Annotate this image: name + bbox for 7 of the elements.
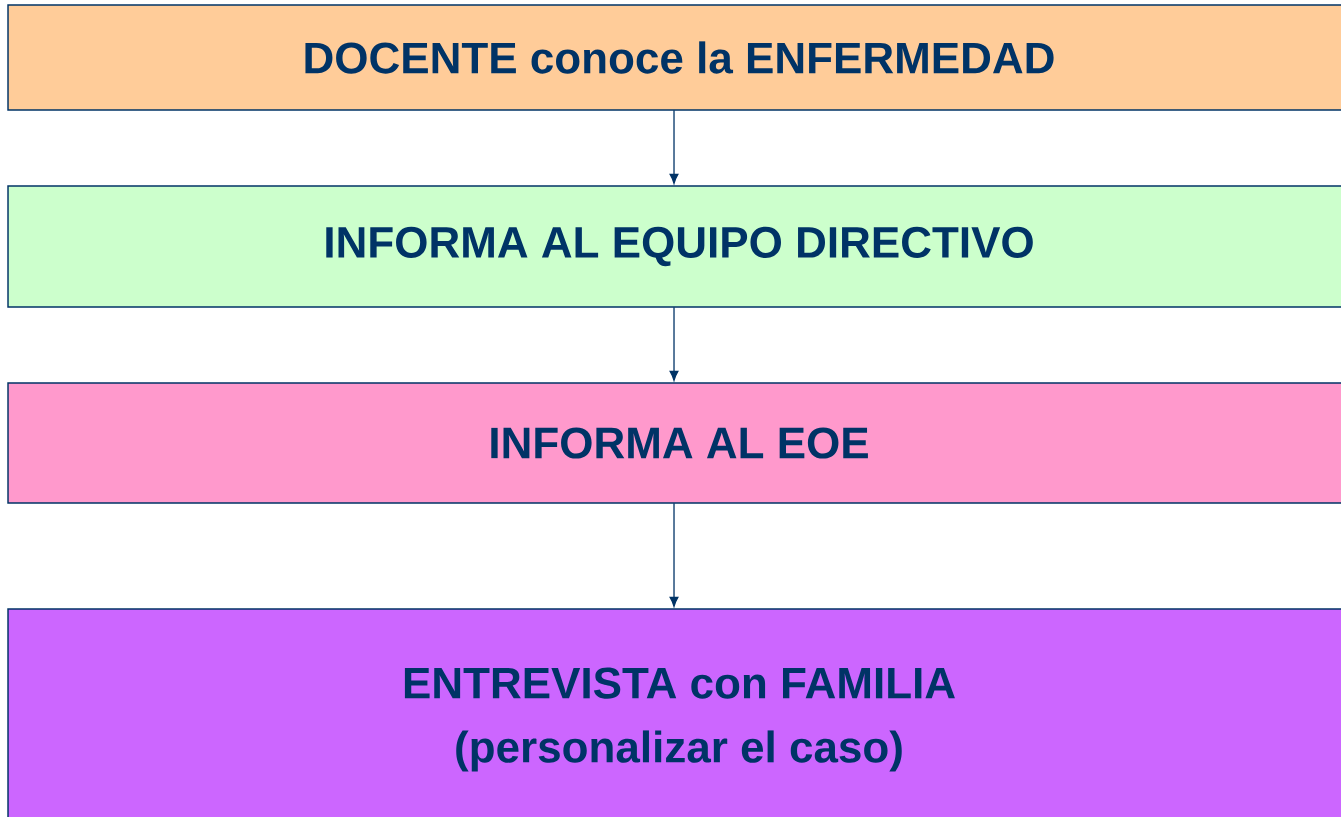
arrow — [669, 109, 679, 184]
arrow — [669, 502, 679, 607]
process-box: INFORMA AL EQUIPO DIRECTIVO — [7, 185, 1341, 308]
process-box: ENTREVISTA con FAMILIA (personalizar el caso) — [7, 608, 1341, 817]
arrow — [669, 306, 679, 381]
process-box: INFORMA AL EOE — [7, 382, 1341, 504]
process-box: DOCENTE conoce la ENFERMEDAD — [7, 4, 1341, 111]
